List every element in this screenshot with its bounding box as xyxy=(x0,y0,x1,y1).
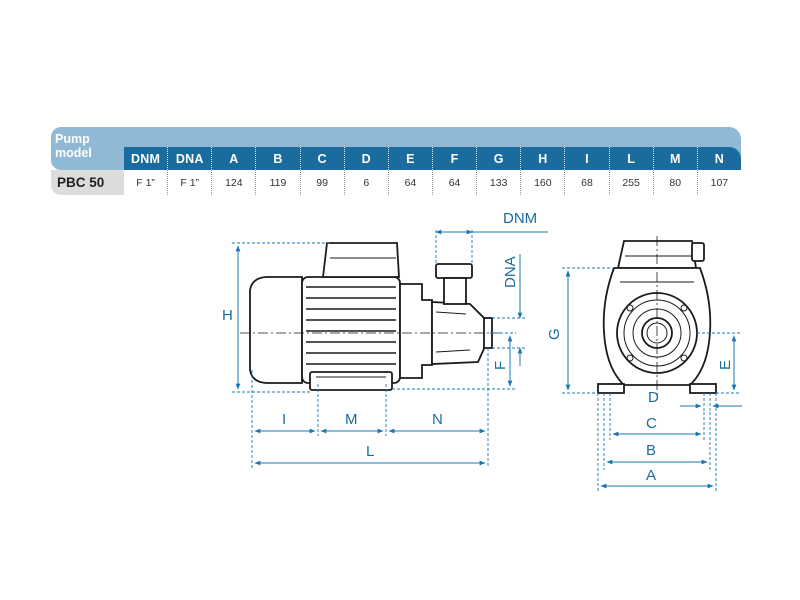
pump-front-view xyxy=(597,236,717,400)
table-cell-f: 64 xyxy=(433,170,478,195)
dim-label-a: A xyxy=(646,467,656,484)
table-cell-l: 255 xyxy=(610,170,654,195)
table-header-row: DNM DNA A B C D E F G H I L M N xyxy=(124,147,741,170)
table-cell-m: 80 xyxy=(654,170,698,195)
column-header-c: C xyxy=(301,147,345,170)
table-cell-a: 124 xyxy=(212,170,257,195)
table-row: F 1” F 1” 124 119 99 6 64 64 133 160 68 … xyxy=(124,170,741,195)
table-cell-b: 119 xyxy=(256,170,301,195)
dim-label-d: D xyxy=(648,389,659,406)
front-foot-right xyxy=(689,383,717,394)
motor-end-cap xyxy=(249,276,303,384)
pump-model-label: Pump model xyxy=(55,132,92,160)
column-header-dna: DNA xyxy=(168,147,213,170)
motor-body xyxy=(301,276,401,384)
pump-dimension-drawing: H DNM DNA F I M N L xyxy=(222,210,742,492)
pump-bracket xyxy=(399,283,433,379)
column-header-e: E xyxy=(389,147,433,170)
column-header-g: G xyxy=(477,147,522,170)
discharge-port xyxy=(435,263,473,279)
pump-model-label-line2: model xyxy=(55,146,92,160)
column-header-f: F xyxy=(433,147,478,170)
table-cell-n: 107 xyxy=(710,176,729,189)
column-header-a: A xyxy=(212,147,257,170)
column-header-b: B xyxy=(256,147,301,170)
table-cell-d: 6 xyxy=(345,170,389,195)
table-cell-h: 160 xyxy=(521,170,566,195)
model-name-cell: PBC 50 xyxy=(51,170,124,195)
pump-side-view xyxy=(240,242,500,391)
dim-label-dnm: DNM xyxy=(503,210,537,227)
terminal-box xyxy=(321,242,400,278)
column-header-d: D xyxy=(345,147,389,170)
dim-label-m: M xyxy=(345,411,358,428)
column-header-dnm: DNM xyxy=(124,147,169,170)
cable-gland xyxy=(691,242,705,262)
table-cell-i: 68 xyxy=(565,170,610,195)
dim-label-dna: DNA xyxy=(502,256,519,288)
front-foot-left xyxy=(597,383,625,394)
dim-label-h: H xyxy=(222,307,233,324)
column-header-l: L xyxy=(610,147,654,170)
dim-label-g: G xyxy=(546,328,563,340)
dim-label-l: L xyxy=(366,443,374,460)
column-header-m: M xyxy=(654,147,698,170)
dim-label-e: E xyxy=(717,360,734,370)
column-header-i: I xyxy=(565,147,610,170)
side-view-dimensions: H DNM DNA F I M N L xyxy=(222,210,548,468)
discharge-neck xyxy=(443,277,467,305)
table-cell-e: 64 xyxy=(389,170,433,195)
column-header-n: N xyxy=(714,151,725,166)
column-header-h: H xyxy=(521,147,566,170)
dim-label-b: B xyxy=(646,442,656,459)
front-view-dimensions: G E D C B A xyxy=(546,267,742,492)
dim-label-n: N xyxy=(432,411,443,428)
table-cell-dnm: F 1” xyxy=(124,170,169,195)
dim-label-i: I xyxy=(282,411,286,428)
dim-label-c: C xyxy=(646,415,657,432)
spec-table: Pump model DNM DNA A B C D E F G H I L M… xyxy=(51,127,741,197)
table-cell-dna: F 1” xyxy=(168,170,213,195)
motor-foot xyxy=(309,371,393,391)
table-cell-g: 133 xyxy=(477,170,522,195)
pump-model-label-line1: Pump xyxy=(55,132,90,146)
dim-label-f: F xyxy=(492,361,509,370)
table-cell-c: 99 xyxy=(301,170,345,195)
